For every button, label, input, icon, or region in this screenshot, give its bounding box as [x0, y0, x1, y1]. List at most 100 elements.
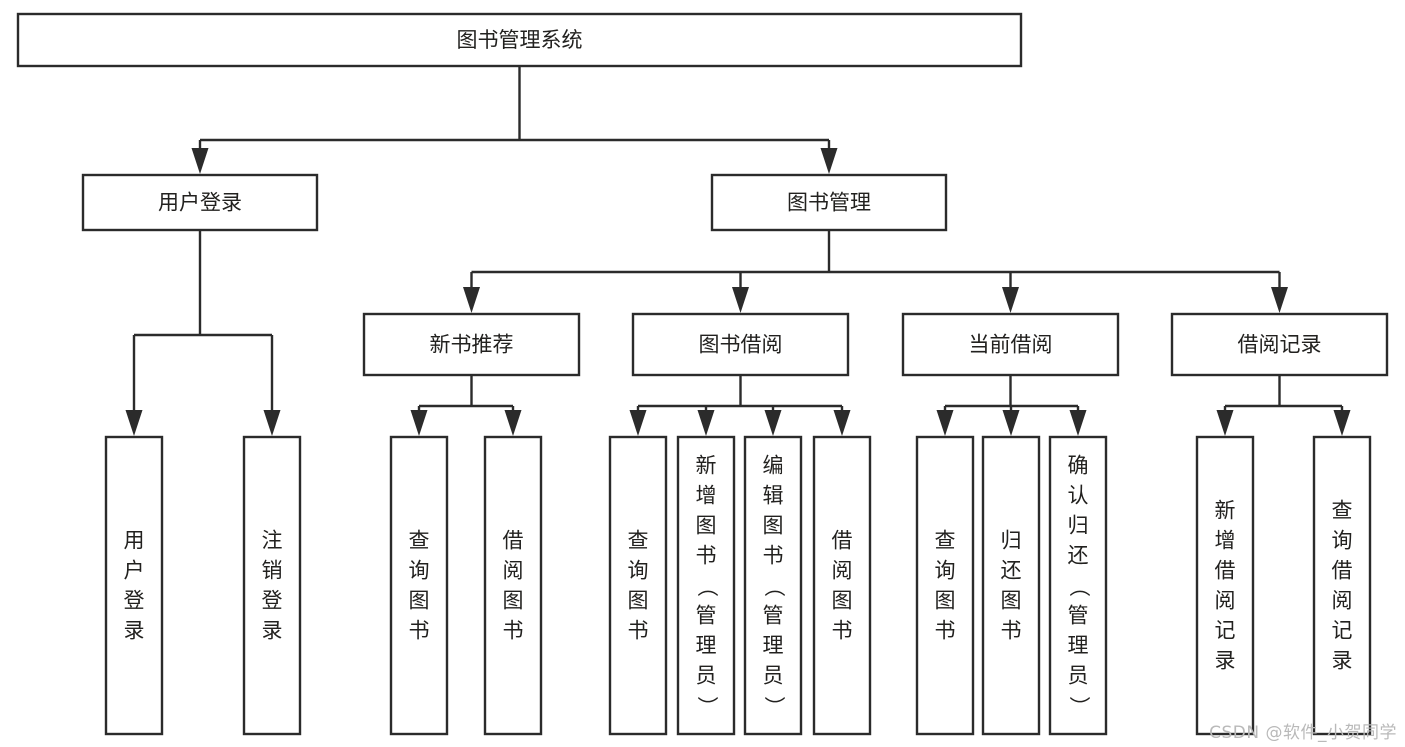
edge-group-l2_d: [1216, 376, 1351, 436]
svg-text:）: ）: [762, 696, 786, 717]
node-label: 用户登录: [158, 191, 242, 215]
arrow-head-icon: [125, 410, 143, 436]
arrow-head-icon: [1002, 410, 1020, 436]
node-root[interactable]: 图书管理系统: [16, 12, 1023, 68]
svg-text:图: 图: [763, 514, 784, 538]
node-label: 新书推荐: [430, 333, 514, 357]
svg-text:阅: 阅: [832, 559, 853, 583]
node-box[interactable]: [483, 435, 543, 736]
node-box[interactable]: [710, 173, 948, 232]
node-box[interactable]: [389, 435, 449, 736]
svg-text:辑: 辑: [763, 484, 784, 508]
node-box[interactable]: [812, 435, 872, 736]
node-l1_a[interactable]: 用户登录: [81, 173, 319, 232]
svg-text:管: 管: [763, 604, 784, 628]
edge-layer: [125, 67, 1351, 436]
svg-text:理: 理: [763, 634, 784, 658]
svg-text:还: 还: [1001, 559, 1022, 583]
svg-text:查: 查: [1332, 499, 1353, 523]
svg-text:员: 员: [696, 664, 717, 688]
svg-text:注: 注: [262, 529, 283, 553]
svg-text:阅: 阅: [503, 559, 524, 583]
svg-text:阅: 阅: [1332, 589, 1353, 613]
svg-text:查: 查: [628, 529, 649, 553]
node-l2_d[interactable]: 借阅记录: [1170, 312, 1389, 377]
edge-group-l2_b: [629, 376, 851, 436]
svg-text:新: 新: [696, 454, 717, 478]
node-l1_b[interactable]: 图书管理: [710, 173, 948, 232]
arrow-head-icon: [191, 148, 209, 174]
node-l2_a[interactable]: 新书推荐: [362, 312, 581, 377]
svg-text:图: 图: [409, 589, 430, 613]
svg-text:书: 书: [409, 619, 430, 643]
svg-text:还: 还: [1068, 544, 1089, 568]
node-label: 借阅记录: [1238, 333, 1322, 357]
edge-group-l1_a: [125, 231, 281, 436]
svg-text:询: 询: [628, 559, 649, 583]
svg-text:理: 理: [1068, 634, 1089, 658]
arrow-head-icon: [732, 287, 749, 313]
node-box[interactable]: [608, 435, 668, 736]
svg-text:书: 书: [832, 619, 853, 643]
svg-text:登: 登: [262, 589, 283, 613]
node-label: 图书管理: [787, 191, 871, 215]
node-box[interactable]: [901, 312, 1120, 377]
svg-text:新: 新: [1215, 499, 1236, 523]
node-box[interactable]: [676, 435, 736, 736]
node-layer: 图书管理系统用户登录图书管理新书推荐图书借阅当前借阅借阅记录用户登录注销登录查询…: [16, 12, 1389, 736]
node-box[interactable]: [104, 435, 164, 736]
arrow-head-icon: [1271, 287, 1288, 313]
arrow-head-icon: [1069, 410, 1087, 436]
svg-text:借: 借: [1215, 559, 1236, 583]
svg-text:图: 图: [503, 589, 524, 613]
node-box[interactable]: [915, 435, 975, 736]
node-box[interactable]: [631, 312, 850, 377]
node-box[interactable]: [1312, 435, 1372, 736]
node-l2_c[interactable]: 当前借阅: [901, 312, 1120, 377]
svg-text:）: ）: [1067, 696, 1091, 717]
svg-text:销: 销: [262, 559, 283, 583]
node-box[interactable]: [242, 435, 302, 736]
svg-text:户: 户: [124, 559, 145, 583]
node-box[interactable]: [743, 435, 803, 736]
node-box[interactable]: [81, 173, 319, 232]
node-box[interactable]: [362, 312, 581, 377]
svg-text:归: 归: [1068, 514, 1089, 538]
node-box[interactable]: [1048, 435, 1108, 736]
svg-text:（: （: [695, 576, 719, 597]
node-l2_b[interactable]: 图书借阅: [631, 312, 850, 377]
svg-text:查: 查: [409, 529, 430, 553]
edge-group-l2_a: [410, 376, 522, 436]
node-box[interactable]: [1195, 435, 1255, 736]
svg-text:书: 书: [763, 544, 784, 568]
svg-text:阅: 阅: [1215, 589, 1236, 613]
node-box[interactable]: [16, 12, 1023, 68]
arrow-head-icon: [833, 410, 851, 436]
svg-text:图: 图: [935, 589, 956, 613]
arrow-head-icon: [1002, 287, 1019, 313]
svg-text:管: 管: [696, 604, 717, 628]
node-label: 图书管理系统: [457, 28, 583, 52]
node-box[interactable]: [1170, 312, 1389, 377]
svg-text:借: 借: [832, 529, 853, 553]
svg-text:书: 书: [935, 619, 956, 643]
node-leaf_1[interactable]: 用户登录: [104, 435, 164, 736]
svg-text:录: 录: [124, 619, 145, 643]
node-box[interactable]: [981, 435, 1041, 736]
